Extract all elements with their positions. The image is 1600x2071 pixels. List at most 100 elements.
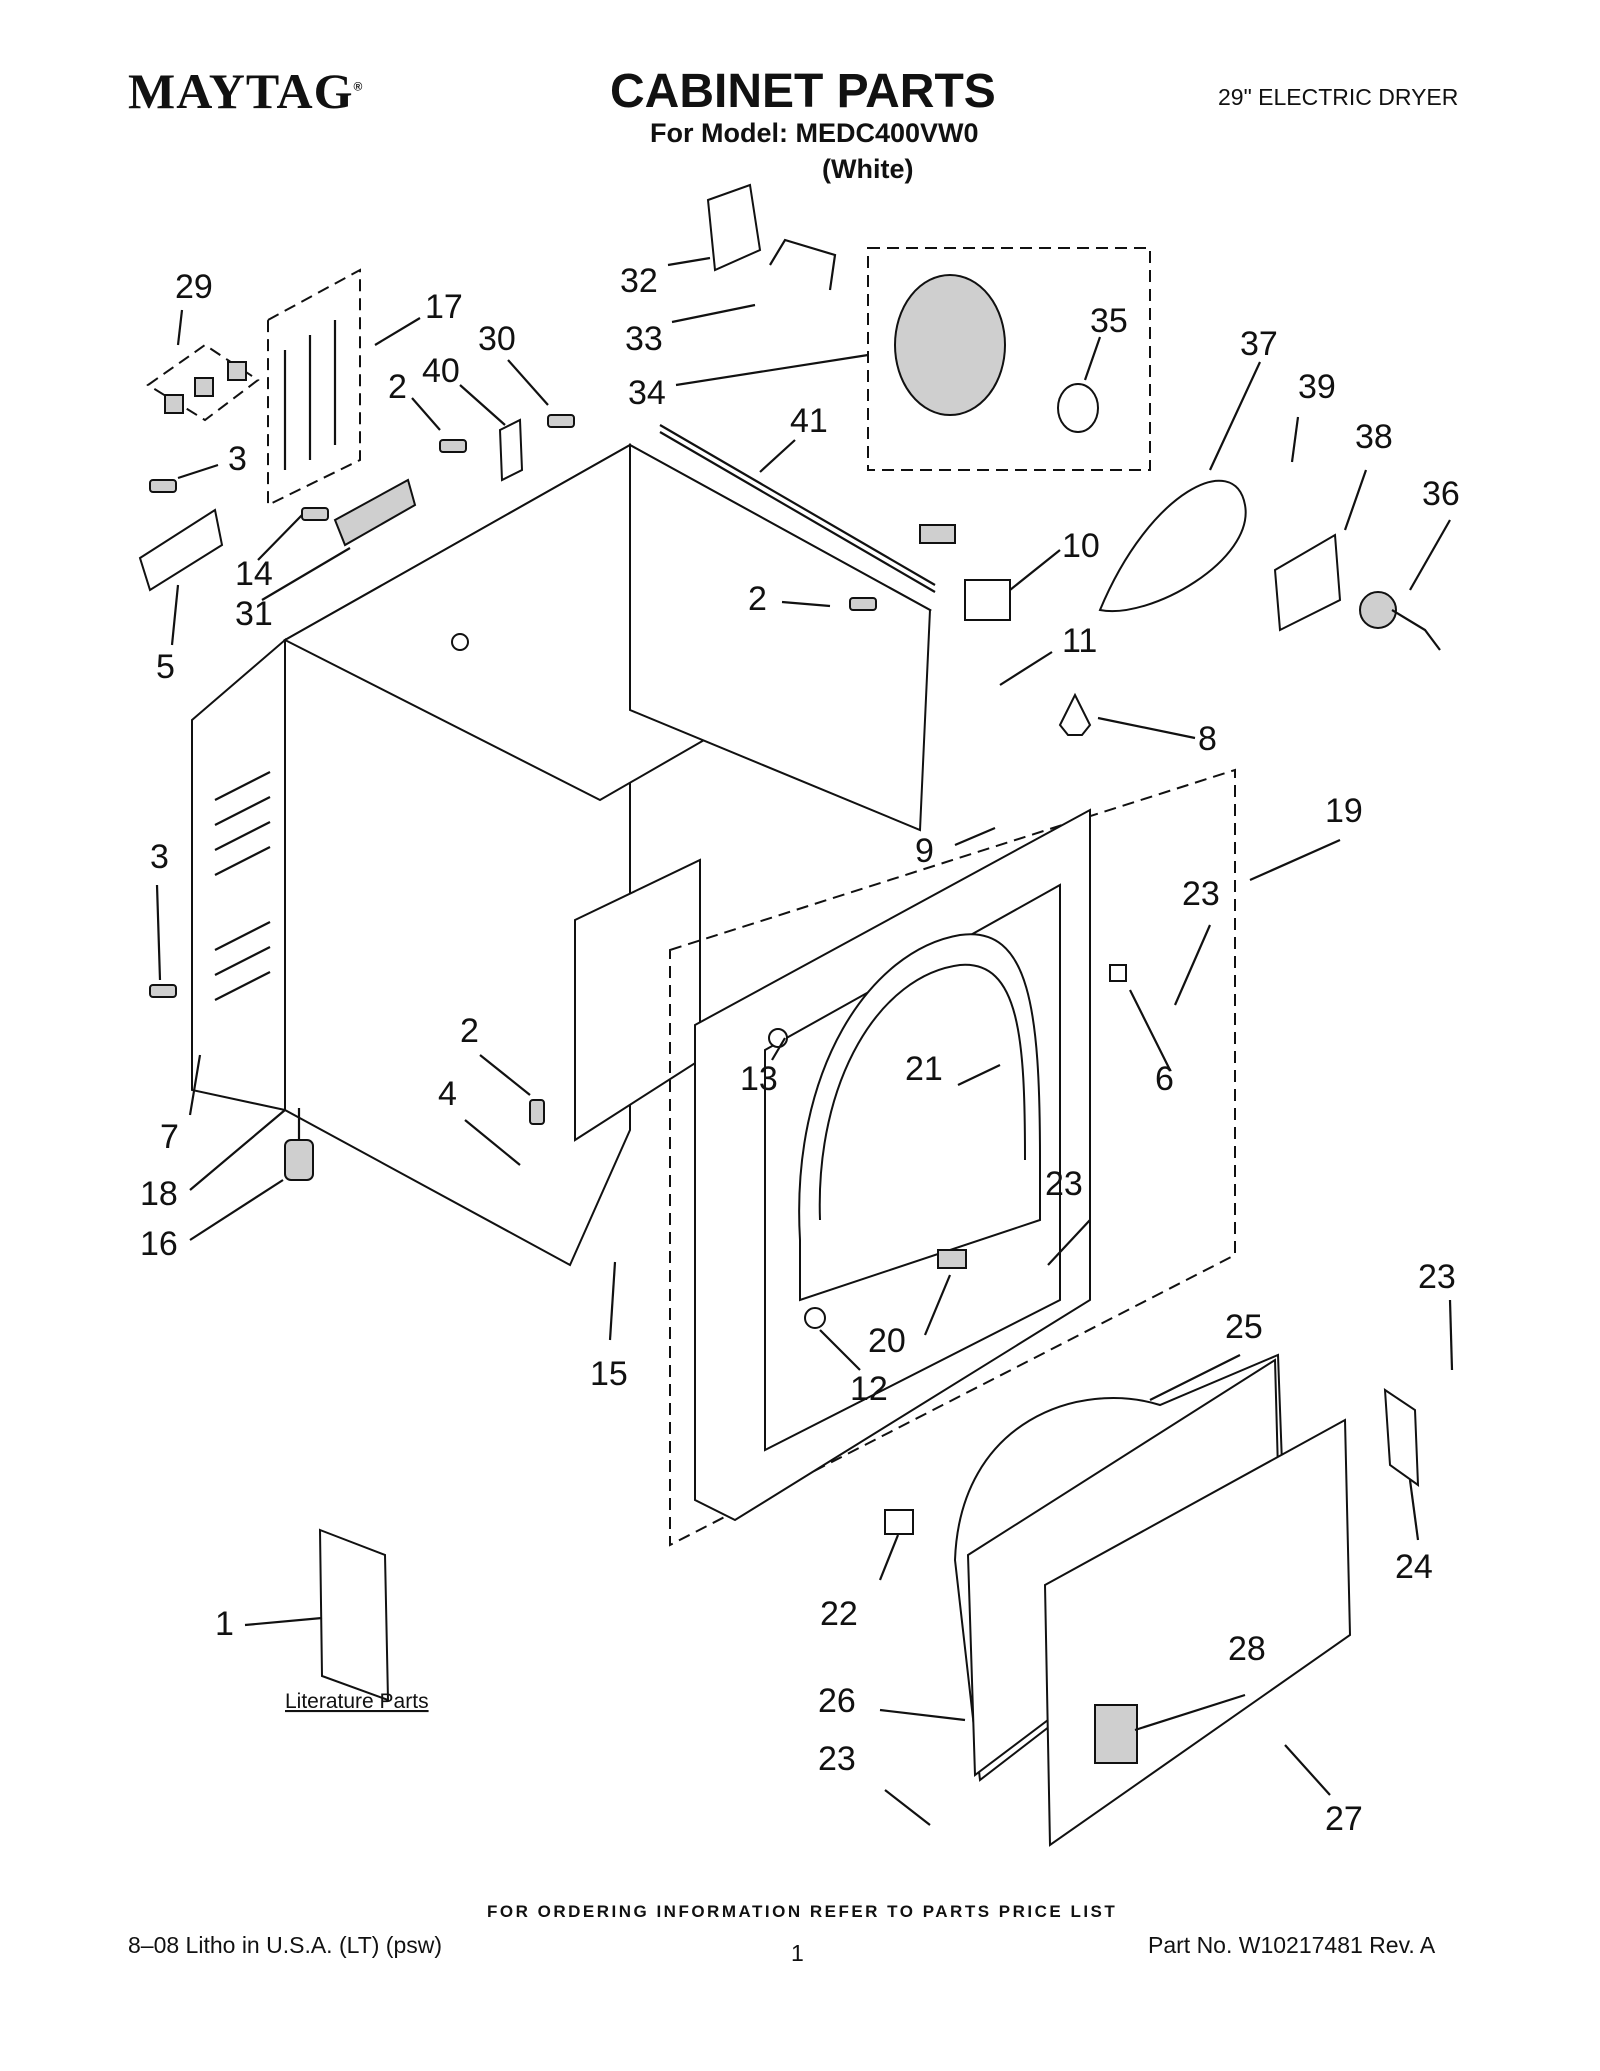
pulley-icon [1057,383,1099,433]
screw-icon [301,507,329,521]
callout-20: 20 [868,1322,906,1360]
callout-13: 13 [740,1060,778,1098]
callout-27: 27 [1325,1800,1363,1838]
callout-19: 19 [1325,792,1363,830]
motor-clip [769,238,837,291]
page-number: 1 [791,1940,804,1966]
drive-belt [1098,479,1247,613]
callout-25: 25 [1225,1308,1263,1346]
door-seal [798,933,1041,1302]
terminal-block-group [146,343,260,422]
callout-2-top-left: 2 [388,368,407,406]
page-title: CABINET PARTS [610,65,996,118]
leader-lines [155,256,1454,1826]
motor-mount [706,183,762,272]
clip-bracket [498,418,524,482]
terminal-block [333,478,417,547]
registered-mark: ® [353,79,364,94]
callout-26: 26 [818,1682,856,1720]
litho-line: 8–08 Litho in U.S.A. (LT) (psw) [128,1932,443,1958]
callout-23-hinge: 23 [1418,1258,1456,1296]
callout-23-door: 23 [818,1740,856,1778]
door-assembly [884,1353,1352,1847]
callout-11: 11 [1062,622,1097,660]
color-line: (White) [822,154,914,184]
idler-pulley [1359,591,1441,651]
callout-34: 34 [628,374,666,412]
door-handle [1094,1704,1138,1764]
motor-assembly-box [867,247,1151,471]
callout-40: 40 [422,352,460,390]
thermal-fuse [919,524,1011,621]
callout-24: 24 [1395,1548,1433,1586]
brand-name: MAYTAG [128,63,354,119]
callout-33: 33 [625,320,663,358]
door-switch [937,1249,967,1269]
callout-39: 39 [1298,368,1336,406]
callout-12: 12 [850,1370,888,1408]
callout-5: 5 [156,648,175,686]
rear-panel [629,443,932,832]
callout-31: 31 [235,595,273,633]
terminal-screw-2 [194,377,214,397]
brand-logo: MAYTAG® [128,62,363,120]
callout-30: 30 [478,320,516,358]
callout-17: 17 [425,288,463,326]
terminal-block-harness [267,268,361,507]
callout-10: 10 [1062,527,1100,565]
literature-parts: Literature Parts [285,1528,429,1713]
callout-7: 7 [160,1118,179,1156]
drum-seal-strip [659,424,936,593]
callout-15: 15 [590,1355,628,1393]
screw-icon [149,479,177,493]
callout-2-center: 2 [748,580,767,618]
callout-28: 28 [1228,1630,1266,1668]
callout-16: 16 [140,1225,178,1263]
door-catch [1109,964,1127,982]
product-type: 29" ELECTRIC DRYER [1218,84,1459,110]
part-number: Part No. W10217481 Rev. A [1148,1932,1436,1958]
callout-35: 35 [1090,302,1128,340]
louver-slots [214,771,271,1001]
callout-9: 9 [915,832,934,870]
terminal-screw-1 [164,394,184,414]
terminal-group-outline [146,343,260,422]
callout-41: 41 [790,402,828,440]
grommet [1058,692,1092,736]
terminal-screw-3 [227,361,247,381]
callout-29: 29 [175,268,213,306]
callout-22: 22 [820,1595,858,1633]
model-line: For Model: MEDC400VW0 [650,118,979,148]
drum-opening-seal [818,963,1026,1221]
literature-label: Literature Parts [285,1690,429,1713]
callout-18: 18 [140,1175,178,1213]
screws-top-left [149,414,877,1125]
callout-numbers: 29 17 30 40 2 3 14 31 5 3 7 18 16 2 4 15… [140,262,1460,1838]
ordering-note: FOR ORDERING INFORMATION REFER TO PARTS … [487,1902,1118,1921]
front-panel-group-outline [669,768,1236,1547]
callout-14: 14 [235,555,273,593]
screw-icon [149,984,177,998]
screw-icon [849,597,877,611]
leveling-leg [284,1108,314,1181]
front-panel-assembly [669,768,1236,1547]
vent-hole [451,633,469,651]
screw-icon [529,1099,545,1125]
screw-icon [439,439,467,453]
callout-37: 37 [1240,325,1278,363]
callout-32: 32 [620,262,658,300]
door-bumper [804,1307,826,1329]
callout-6: 6 [1155,1060,1174,1098]
callout-23-upper: 23 [1182,875,1220,913]
idler-bracket [1273,533,1342,632]
door-hinge [1383,1388,1420,1488]
callout-8: 8 [1198,720,1217,758]
callout-1: 1 [215,1605,234,1643]
rear-louver-panel [191,637,286,1112]
callout-21: 21 [905,1050,943,1088]
terminal-cover [138,508,224,592]
callout-38: 38 [1355,418,1393,456]
callout-2-mid: 2 [460,1012,479,1050]
screw-icon [547,414,575,428]
